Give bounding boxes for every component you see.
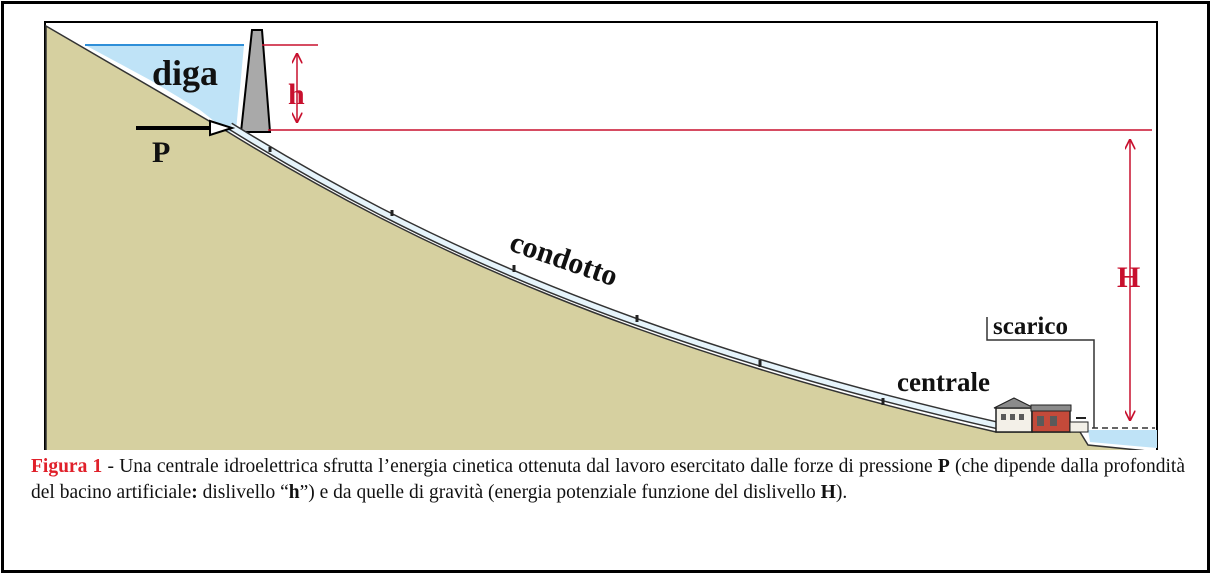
caption-text-3: dislivello “ bbox=[197, 482, 289, 503]
p-arrow-head bbox=[209, 119, 236, 137]
tailwater bbox=[1088, 430, 1157, 448]
H-label: H bbox=[1117, 261, 1140, 294]
plant-label: centrale bbox=[897, 367, 990, 397]
figure-caption: Figura 1 - Una centrale idroelettrica sf… bbox=[31, 454, 1185, 506]
outlet-label: scarico bbox=[993, 313, 1068, 340]
pipe-supports bbox=[268, 147, 885, 405]
caption-bold-H: H bbox=[820, 482, 836, 503]
power-plant-building bbox=[993, 397, 1089, 433]
reservoir-water bbox=[85, 45, 244, 132]
caption-text-4: ”) e da quelle di gravità (energia poten… bbox=[299, 482, 821, 503]
caption-bold-colon: : bbox=[191, 482, 198, 503]
caption-bold-p: P bbox=[937, 456, 950, 477]
h-label: h bbox=[288, 78, 305, 111]
caption-bold-h: h bbox=[288, 482, 300, 503]
caption-text-5: ). bbox=[835, 482, 848, 503]
caption-text-2: (che dipende dalla profondità del bacino… bbox=[31, 456, 1185, 503]
dam-label: diga bbox=[152, 53, 218, 93]
hydro-plant-diagram: diga h P H condotto scarico centrale bbox=[44, 21, 1158, 450]
penstock-pipe-inner bbox=[228, 123, 1001, 429]
p-label: P bbox=[152, 136, 170, 169]
caption-text-1: - Una centrale idroelettrica sfrutta l’e… bbox=[102, 456, 938, 477]
caption-title: Figura 1 bbox=[31, 456, 103, 477]
outlet-leader-line bbox=[986, 317, 1095, 428]
dam bbox=[239, 29, 272, 133]
